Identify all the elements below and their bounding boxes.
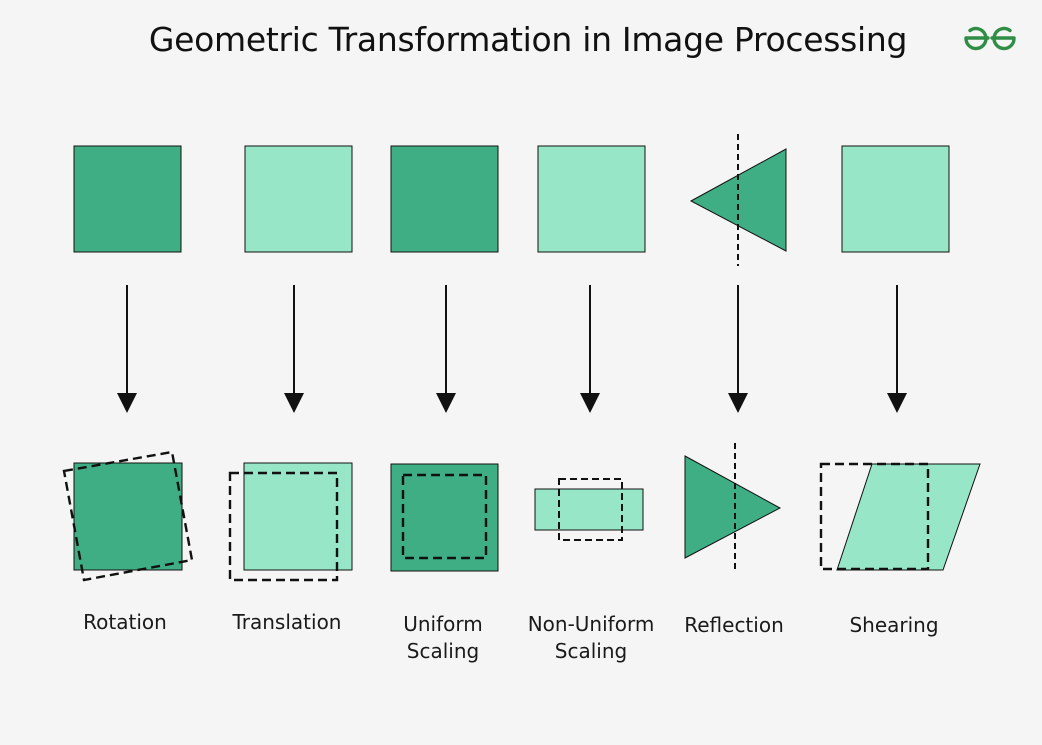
- shearing-result-parallelogram: [836, 463, 981, 571]
- shearing-column: [819, 145, 981, 571]
- rotation-dashed-outline: [62, 450, 194, 582]
- translation-original-square: [244, 145, 353, 253]
- non-uniform-scaling-column: [534, 145, 646, 541]
- reflection-result-triangle: [684, 455, 782, 559]
- geeksforgeeks-logo-icon: [964, 26, 1016, 51]
- rotation-result-square: [73, 462, 183, 571]
- translation-result-square: [243, 462, 353, 571]
- rotation-original-square: [73, 145, 182, 253]
- label-non-uniform-scaling: Non-Uniform Scaling: [527, 612, 655, 663]
- label-rotation: Rotation: [83, 610, 167, 634]
- label-shearing: Shearing: [849, 613, 939, 637]
- label-uniform-scaling: Uniform Scaling: [403, 612, 483, 663]
- label-translation: Translation: [232, 610, 342, 634]
- uniform-scaling-result-square: [390, 463, 499, 572]
- uniform-scaling-original-square: [390, 145, 499, 253]
- rotation-column: [62, 145, 194, 582]
- translation-column: [228, 145, 353, 582]
- shearing-dashed-outline: [819, 462, 930, 571]
- reflection-column: [684, 134, 787, 573]
- non-uniform-scaling-result-rect: [534, 488, 644, 531]
- diagram-title: Geometric Transformation in Image Proces…: [148, 20, 908, 59]
- uniform-scaling-column: [390, 145, 499, 572]
- shearing-original-square: [841, 145, 950, 253]
- label-reflection: Reflection: [684, 613, 784, 637]
- non-uniform-scaling-dashed-outline: [558, 478, 623, 541]
- translation-dashed-outline: [228, 471, 339, 582]
- non-uniform-scaling-original-square: [537, 145, 646, 253]
